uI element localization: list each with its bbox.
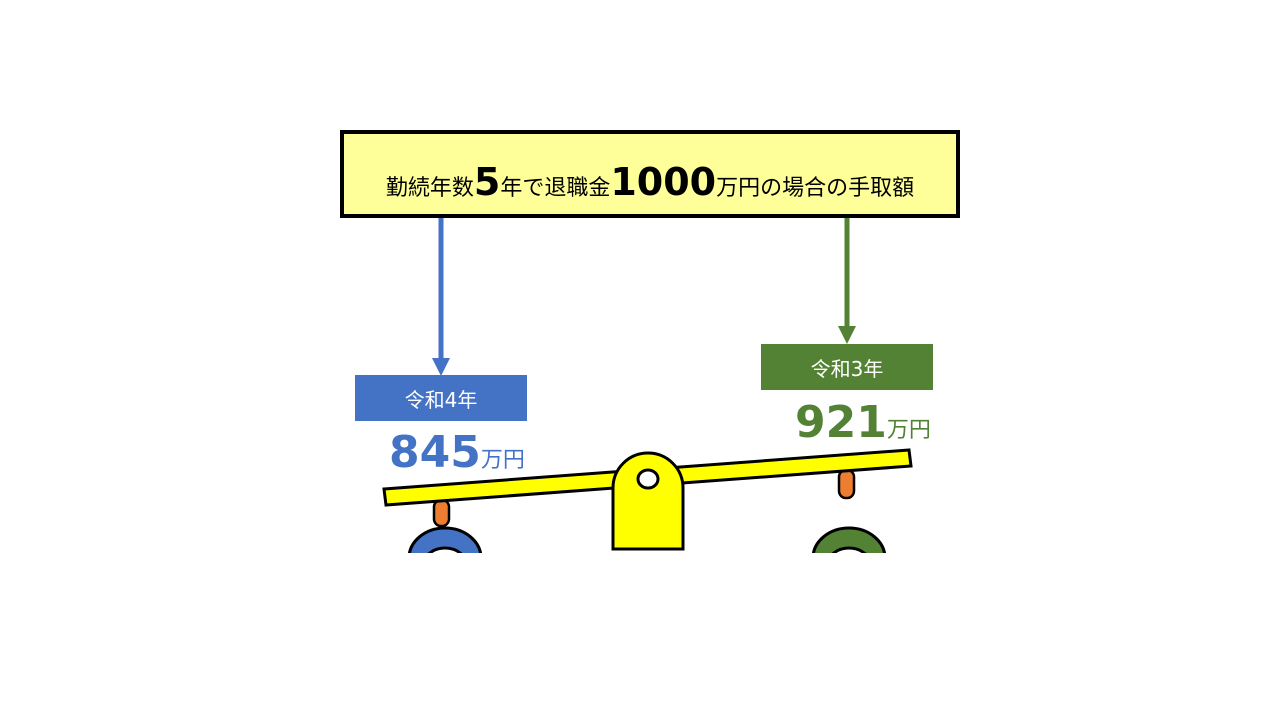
title-part1: 勤続年数 (385, 176, 474, 201)
left-amount-unit: 万円 (480, 448, 525, 473)
right-handle (837, 468, 856, 500)
right-amount-unit: 万円 (886, 418, 931, 443)
right-amount: 921万円 (795, 401, 931, 445)
right-arrow (838, 212, 856, 344)
left-year-label: 令和4年 (355, 375, 527, 421)
title-amount: 1000 (610, 160, 717, 204)
right-amount-value: 921 (795, 397, 887, 448)
right-seat-ring (811, 526, 887, 553)
left-amount-value: 845 (389, 427, 481, 478)
right-year-label: 令和3年 (761, 344, 933, 390)
left-seat-ring (407, 526, 483, 553)
left-handle (432, 498, 451, 528)
title-part3: 万円の場合の手取額 (716, 176, 915, 201)
title-text: 勤続年数5年で退職金1000万円の場合の手取額 (386, 163, 914, 201)
pivot-hole (636, 468, 660, 490)
left-arrow (432, 212, 450, 376)
title-box: 勤続年数5年で退職金1000万円の場合の手取額 (340, 130, 960, 218)
left-amount: 845万円 (389, 431, 525, 475)
title-years: 5 (473, 160, 501, 204)
seesaw-pivot (611, 451, 685, 551)
title-part2: 年で退職金 (500, 176, 611, 201)
